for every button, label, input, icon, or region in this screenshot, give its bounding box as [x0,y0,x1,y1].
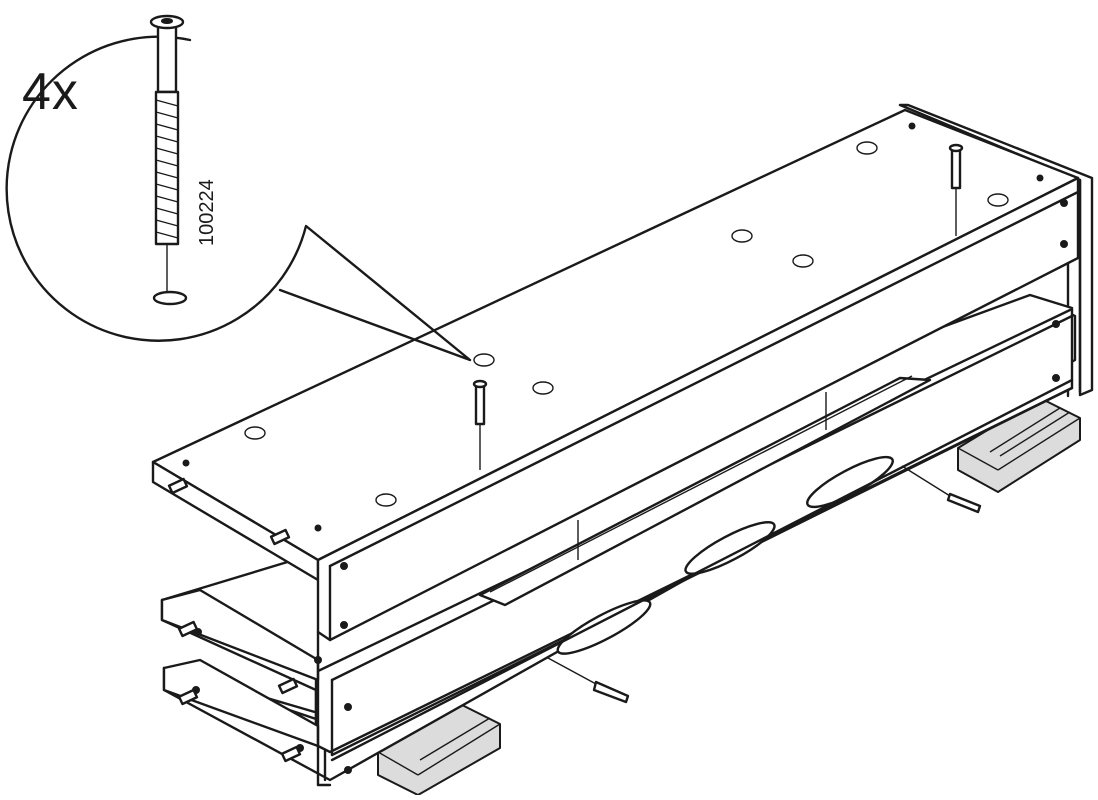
dowel-icon [167,477,302,763]
detail-callout [5,14,472,362]
left-edges [160,588,332,787]
screw-icon [472,143,982,704]
top-holes [182,122,1044,532]
quantity-label: 4x [22,63,79,121]
top-shelf [151,108,1080,774]
screw-thread [154,90,180,246]
front-rail [330,378,1074,762]
part-number-label: 100224 [196,179,218,246]
